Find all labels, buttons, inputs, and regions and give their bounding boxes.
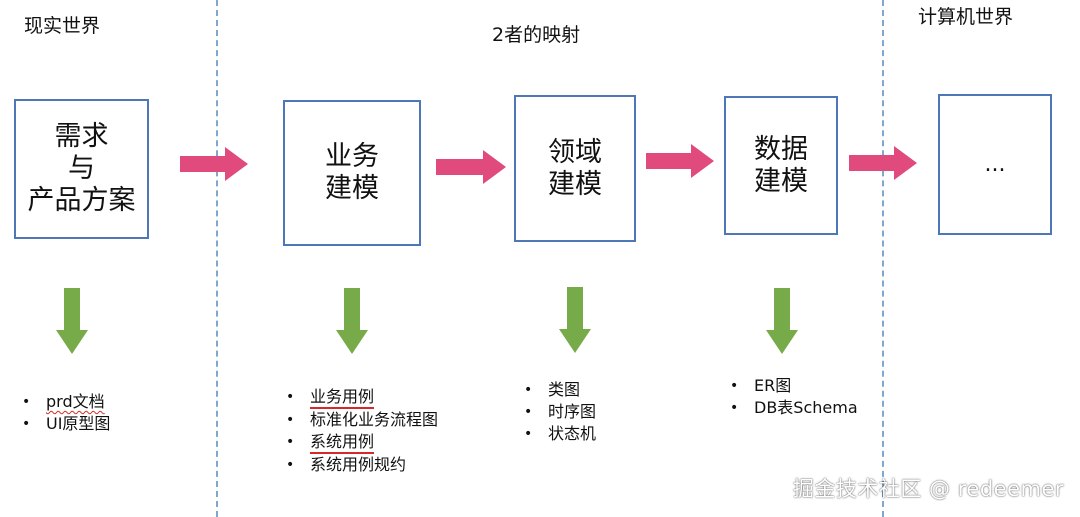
list-item: 系统用例 bbox=[286, 431, 438, 454]
list-item: DB表Schema bbox=[730, 397, 858, 419]
data-modeling-box: 数据 建模 bbox=[724, 96, 838, 235]
business-modeling-box: 业务 建模 bbox=[283, 100, 421, 246]
data-line-2: 建模 bbox=[754, 165, 808, 197]
right-arrow-icon bbox=[436, 150, 506, 184]
business-outputs-list: 业务用例 标准化业务流程图 系统用例 系统用例规约 bbox=[286, 386, 438, 476]
domain-modeling-box: 领域 建模 bbox=[514, 95, 636, 242]
mapping-title: 2者的映射 bbox=[492, 24, 581, 46]
watermark: 掘金技术社区 @ redeemer bbox=[792, 477, 1064, 501]
list-item: ER图 bbox=[730, 375, 858, 397]
down-arrow-icon bbox=[336, 288, 368, 354]
right-arrow-icon bbox=[180, 147, 248, 181]
requirements-line-3: 产品方案 bbox=[27, 185, 136, 216]
list-item: 类图 bbox=[524, 379, 596, 401]
separator-right bbox=[882, 0, 884, 517]
domain-outputs-list: 类图 时序图 状态机 bbox=[524, 379, 596, 445]
right-arrow-icon bbox=[646, 144, 714, 178]
list-item: 系统用例规约 bbox=[286, 454, 438, 476]
computer-world-title: 计算机世界 bbox=[918, 6, 1014, 28]
right-arrow-icon bbox=[849, 146, 917, 180]
domain-line-2: 建模 bbox=[548, 168, 602, 200]
separator-left bbox=[216, 0, 218, 517]
requirements-line-2: 与 bbox=[68, 153, 95, 184]
business-line-2: 建模 bbox=[325, 173, 379, 204]
real-world-title: 现实世界 bbox=[24, 15, 101, 37]
down-arrow-icon bbox=[559, 287, 591, 353]
list-item: 业务用例 bbox=[286, 386, 438, 409]
down-arrow-icon bbox=[56, 288, 88, 354]
data-line-1: 数据 bbox=[754, 133, 808, 165]
computer-world-box: ... bbox=[938, 94, 1052, 235]
list-item: 时序图 bbox=[524, 401, 596, 423]
domain-line-1: 领域 bbox=[548, 136, 602, 168]
requirements-outputs-list: prd文档 UI原型图 bbox=[22, 391, 110, 435]
ellipsis-text: ... bbox=[984, 151, 1006, 177]
down-arrow-icon bbox=[766, 288, 798, 354]
requirements-line-1: 需求 bbox=[54, 121, 109, 152]
business-line-1: 业务 bbox=[325, 141, 379, 172]
list-item: UI原型图 bbox=[22, 413, 110, 435]
list-item: 标准化业务流程图 bbox=[286, 409, 438, 431]
data-outputs-list: ER图 DB表Schema bbox=[730, 375, 858, 419]
requirements-box: 需求 与 产品方案 bbox=[14, 99, 149, 239]
list-item: prd文档 bbox=[22, 391, 110, 413]
list-item: 状态机 bbox=[524, 423, 596, 445]
